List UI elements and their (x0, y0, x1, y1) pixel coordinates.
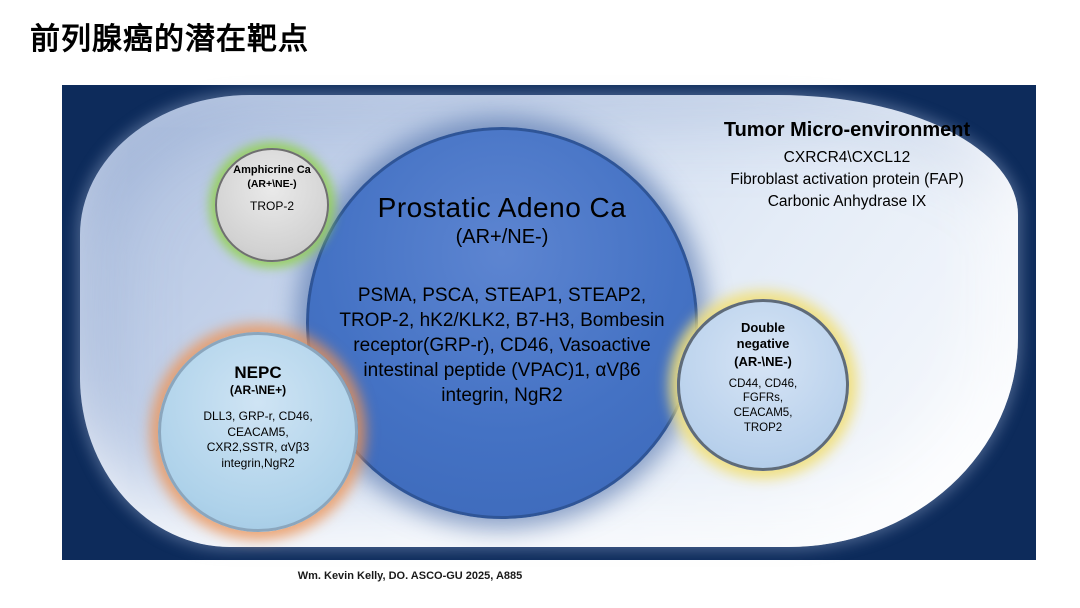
nepc-target-line: CEACAM5, (227, 424, 289, 439)
nepc-subtitle: (AR-\NE+) (229, 383, 287, 397)
prostatic-adeno-title: Prostatic Adeno Ca (377, 192, 627, 223)
double-negative-target-line: CEACAM5, (733, 407, 793, 420)
page-title: 前列腺癌的潜在靶点 (30, 23, 309, 56)
nepc-target-line: CXR2,SSTR, αVβ3 (206, 440, 310, 455)
nepc-target-line: DLL3, GRP-r, CD46, (203, 409, 313, 423)
tumor-microenvironment-line: Carbonic Anhydrase IX (767, 193, 927, 210)
nepc-circle: NEPC (AR-\NE+) DLL3, GRP-r, CD46, CEACAM… (158, 332, 358, 532)
tumor-microenvironment-line: CXRCR4\CXCL12 (783, 149, 911, 166)
amphicrine-targets: TROP-2 (249, 199, 294, 214)
citation: Wm. Kevin Kelly, DO. ASCO-GU 2025, A885 (297, 570, 523, 582)
double-negative-targets: CD44, CD46, FGFRs, CEACAM5, TROP2 (729, 377, 797, 437)
double-negative-target-line: CD44, CD46, (728, 377, 798, 390)
double-negative-title: Double negative (736, 320, 790, 352)
tumor-microenvironment-line: Fibroblast activation protein (FAP) (730, 171, 964, 188)
double-negative-target-line: TROP2 (743, 422, 783, 435)
amphicrine-circle: Amphicrine Ca (AR+\NE-) TROP-2 (215, 148, 329, 262)
prostatic-adeno-circle: Prostatic Adeno Ca (AR+/NE-) PSMA, PSCA,… (306, 127, 698, 519)
nepc-target-line: integrin,NgR2 (221, 455, 295, 470)
double-negative-circle: Double negative (AR-\NE-) CD44, CD46, FG… (677, 299, 849, 471)
nepc-title: NEPC (234, 363, 282, 382)
prostatic-adeno-targets: PSMA, PSCA, STEAP1, STEAP2, TROP-2, hK2/… (339, 285, 665, 407)
tumor-microenvironment-block: Tumor Micro-environment CXRCR4\CXCL12 Fi… (652, 119, 1042, 213)
nepc-targets: DLL3, GRP-r, CD46, CEACAM5, CXR2,SSTR, α… (203, 409, 312, 471)
prostatic-adeno-subtitle: (AR+/NE-) (455, 226, 549, 248)
tumor-microenvironment-title: Tumor Micro-environment (723, 119, 971, 141)
diagram-board: Tumor Micro-environment CXRCR4\CXCL12 Fi… (62, 85, 1036, 560)
double-negative-subtitle: (AR-\NE-) (734, 353, 792, 369)
amphicrine-subtitle: (AR+\NE-) (247, 177, 297, 190)
amphicrine-title: Amphicrine Ca (233, 164, 311, 176)
double-negative-target-line: FGFRs, (742, 392, 784, 405)
